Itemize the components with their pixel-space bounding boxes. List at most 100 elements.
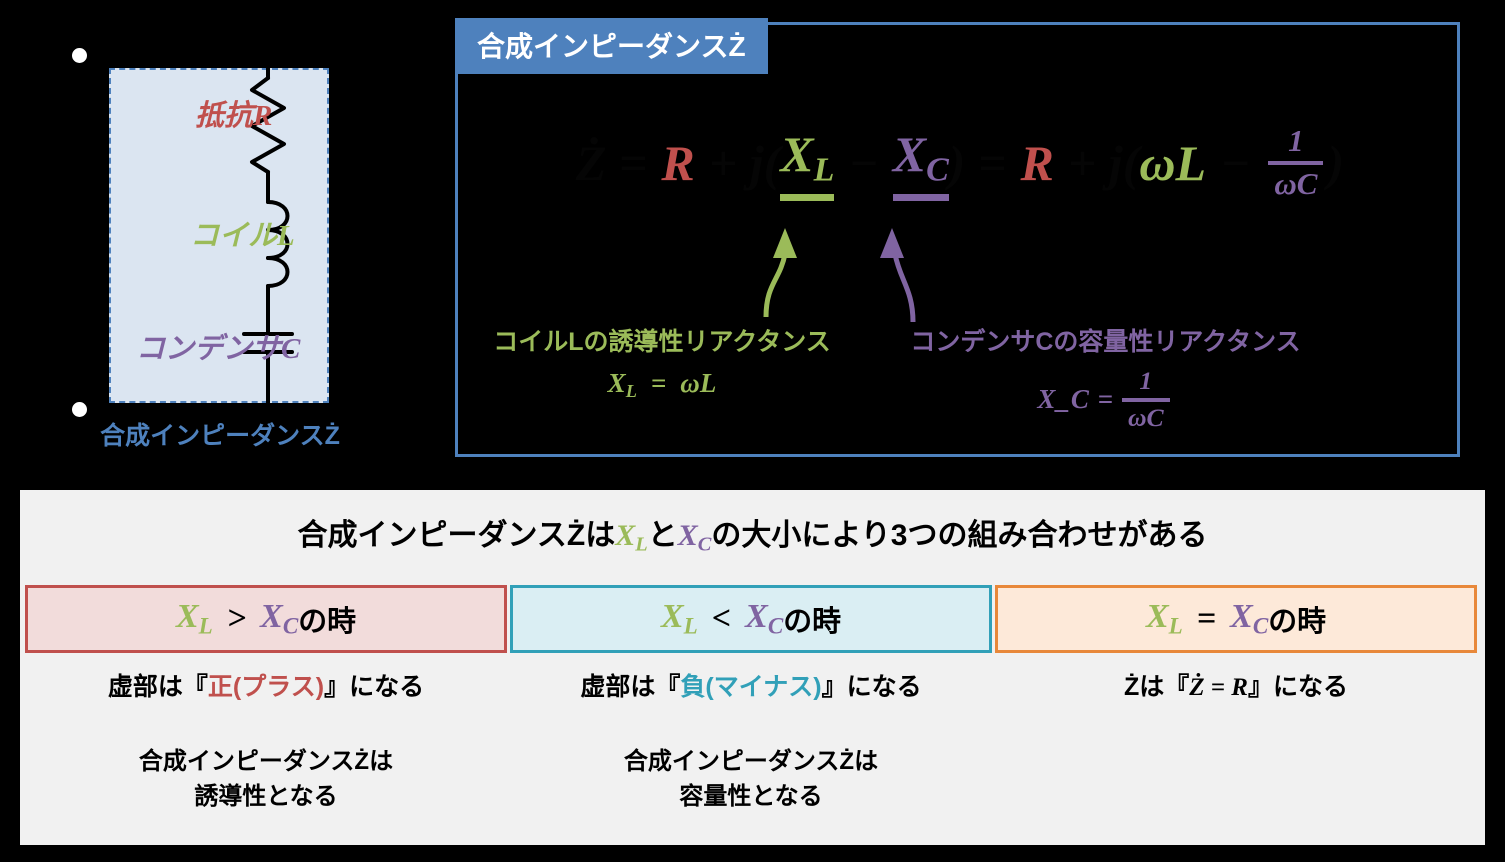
case-suffix: の時 xyxy=(298,606,357,638)
case-column-xl-less: XL < XC の時 虚部は『負(マイナス)』になる 合成インピーダンスŻは 容… xyxy=(510,585,992,815)
annotation-fraction-numerator: 1 xyxy=(1139,366,1153,395)
equation-omega-l: ωL xyxy=(1139,135,1207,191)
annotation-capacitor-eq-lhs: X_C = xyxy=(1037,384,1114,415)
equation-xc: XC xyxy=(892,125,949,201)
case-x-left: XL xyxy=(1146,598,1183,640)
formula-panel xyxy=(455,22,1460,457)
case-x-right: XC xyxy=(1230,598,1268,640)
summary-title-xl: XL xyxy=(615,519,647,556)
equation-xl: XL xyxy=(780,125,835,201)
circuit-highlight-box xyxy=(109,68,329,403)
fraction-bar xyxy=(1268,161,1324,165)
summary-title-part1: 合成インピーダンスŻは xyxy=(297,519,616,552)
annotation-coil-equation: XL=ωL xyxy=(607,368,717,402)
summary-title-xc-base: X xyxy=(677,519,698,552)
equation-minus: − xyxy=(848,135,879,191)
equation-plus-j-open-2: + j( xyxy=(1067,135,1140,191)
annotation-capacitor-text: コンデンサCの容量性リアクタンス xyxy=(910,328,1301,356)
case-operator: > xyxy=(226,600,247,637)
case-sub-accent: 負(マイナス) xyxy=(680,673,822,701)
case-suffix: の時 xyxy=(1268,606,1327,638)
case-x-right-base: X xyxy=(745,597,768,635)
case-x-right-base: X xyxy=(260,597,283,635)
case-x-left-sub: L xyxy=(683,613,698,640)
case-imaginary-note: Żは『Ż = R』になる xyxy=(995,667,1477,703)
case-x-right: XC xyxy=(745,598,783,640)
fraction-numerator: 1 xyxy=(1288,123,1304,159)
annotation-fraction-bar xyxy=(1122,397,1170,402)
case-sub-accent: 正(プラス) xyxy=(207,673,325,701)
case-x-right-sub: C xyxy=(1252,613,1269,640)
case-x-right-base: X xyxy=(1230,597,1253,635)
case-conclusion-line1: 合成インピーダンスŻは xyxy=(623,748,879,775)
resistor-label: 抵抗R xyxy=(195,100,273,132)
case-sub-pre: 虚部は『 xyxy=(107,673,208,701)
case-x-left-base: X xyxy=(175,597,199,635)
case-conclusion-line2: 容量性となる xyxy=(679,782,823,810)
terminal-dot-bottom xyxy=(72,402,87,417)
fraction-denominator: ωC xyxy=(1274,166,1318,201)
summary-panel: 合成インピーダンスŻはXLとXCの大小により3つの組み合わせがある XL > X… xyxy=(20,490,1485,845)
annotation-capacitor-fraction: 1 ωC xyxy=(1122,366,1170,432)
equation-close-eq: ) = xyxy=(948,135,1007,191)
equation-xl-base: X xyxy=(780,126,814,183)
case-x-right: XC xyxy=(260,598,298,640)
coil-label: コイルL xyxy=(190,220,295,252)
equation-plus-j-open: + j( xyxy=(708,135,781,191)
case-conclusion-line2: 誘導性となる xyxy=(194,782,338,810)
case-imaginary-note: 虚部は『正(プラス)』になる xyxy=(25,667,507,703)
case-condition-box: XL > XC の時 xyxy=(25,585,507,653)
summary-title-part2: の大小により3つの組み合わせがある xyxy=(711,519,1208,552)
case-column-xl-equal: XL = XC の時 Żは『Ż = R』になる xyxy=(995,585,1477,745)
equation-minus-2: − xyxy=(1220,135,1251,191)
terminal-dot-top xyxy=(72,48,87,63)
equation-r2: R xyxy=(1020,135,1054,191)
case-x-left-base: X xyxy=(1145,597,1169,635)
equation-fraction-one-over-omega-c: 1 ωC xyxy=(1268,123,1324,201)
summary-title-xc: XC xyxy=(677,519,712,556)
equation-r1: R xyxy=(661,135,695,191)
summary-title: 合成インピーダンスŻはXLとXCの大小により3つの組み合わせがある xyxy=(20,510,1485,557)
case-suffix: の時 xyxy=(783,606,842,638)
equation-xl-sub: L xyxy=(813,151,835,189)
annotation-fraction-denominator: ωC xyxy=(1128,402,1164,432)
case-sub-accent: Ż = R xyxy=(1189,674,1248,701)
case-x-left: XL xyxy=(176,598,213,640)
case-conclusion-line1: 合成インピーダンスŻは xyxy=(138,748,394,775)
case-x-right-sub: C xyxy=(282,613,299,640)
case-sub-pre: Żは『 xyxy=(1124,673,1190,701)
case-sub-pre: 虚部は『 xyxy=(580,673,681,701)
equation-lhs: Ż = xyxy=(575,135,648,191)
circuit-diagram: 抵抗R コイルL コンデンサC 合成インピーダンスŻ xyxy=(20,20,420,450)
case-x-left-base: X xyxy=(660,597,684,635)
circuit-schematic-svg xyxy=(242,50,294,412)
case-column-xl-greater: XL > XC の時 虚部は『正(プラス)』になる 合成インピーダンスŻは 誘導… xyxy=(25,585,507,815)
equation-close-paren: ) xyxy=(1327,135,1345,191)
case-sub-post: 』になる xyxy=(324,673,425,701)
annotation-coil-text: コイルLの誘導性リアクタンス xyxy=(493,328,831,356)
equation-xc-base: X xyxy=(892,126,927,183)
case-operator: = xyxy=(1196,600,1217,637)
summary-title-xc-sub: C xyxy=(697,533,712,556)
summary-title-xl-base: X xyxy=(615,519,636,552)
case-sub-post: 』になる xyxy=(821,673,922,701)
case-sub-post: 』になる xyxy=(1247,673,1348,701)
annotation-capacitor-equation: X_C = 1 ωC xyxy=(878,366,1333,432)
annotation-coil-reactance: コイルLの誘導性リアクタンス XL=ωL xyxy=(462,322,862,402)
case-x-left-sub: L xyxy=(1168,613,1183,640)
capacitor-label: コンデンサC xyxy=(136,333,301,365)
summary-title-and: と xyxy=(647,519,678,552)
annotation-capacitor-reactance: コンデンサCの容量性リアクタンス X_C = 1 ωC xyxy=(878,322,1333,432)
case-x-left: XL xyxy=(661,598,698,640)
case-x-right-sub: C xyxy=(767,613,784,640)
case-condition-box: XL = XC の時 xyxy=(995,585,1477,653)
case-imaginary-note: 虚部は『負(マイナス)』になる xyxy=(510,667,992,703)
case-conclusion: 合成インピーダンスŻは 容量性となる xyxy=(510,745,992,815)
case-x-left-sub: L xyxy=(198,613,213,640)
summary-title-xl-sub: L xyxy=(635,533,648,556)
formula-panel-title: 合成インピーダンスŻ xyxy=(455,18,768,74)
case-condition-box: XL < XC の時 xyxy=(510,585,992,653)
impedance-equation: Ż = R + j( XL − XC ) = R + j( ωL − 1 ωC … xyxy=(465,108,1455,218)
circuit-caption: 合成インピーダンスŻ xyxy=(100,422,340,450)
